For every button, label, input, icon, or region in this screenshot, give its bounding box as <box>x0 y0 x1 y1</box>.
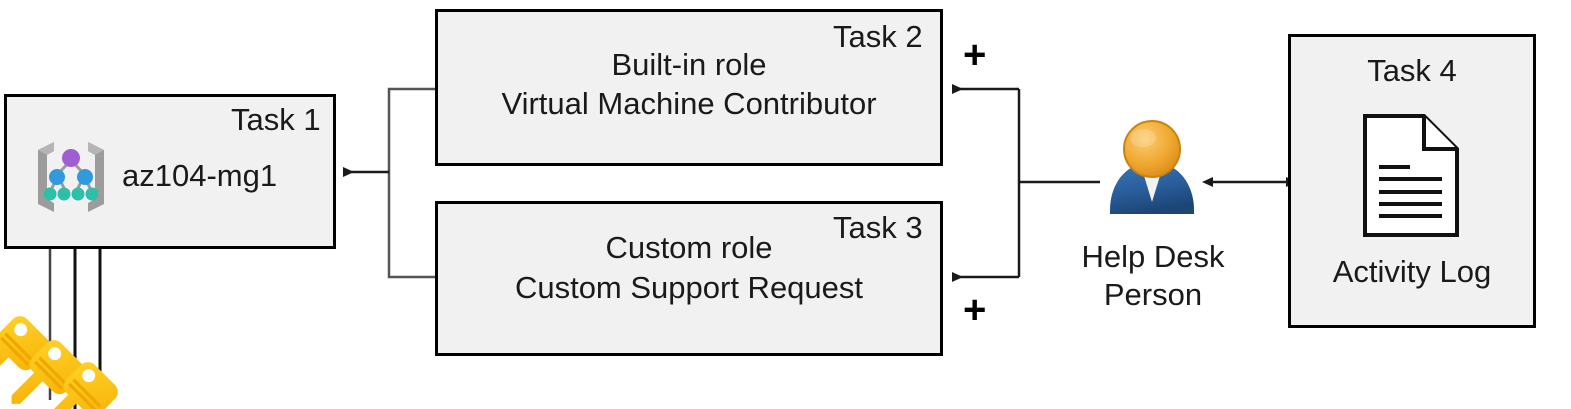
task2-line2: Virtual Machine Contributor <box>501 86 877 121</box>
task3-tag: Task 3 <box>833 210 923 245</box>
task3-line2: Custom Support Request <box>514 270 864 305</box>
document-icon <box>1362 113 1460 238</box>
task2-line1: Built-in role <box>611 47 767 82</box>
task2-tag: Task 2 <box>833 19 923 54</box>
task4-label: Activity Log <box>1332 254 1492 289</box>
task2-box[interactable] <box>435 9 943 166</box>
management-group-icon <box>28 136 114 220</box>
task1-label: az104-mg1 <box>122 158 278 193</box>
person-label-line2: Person <box>1103 277 1203 312</box>
task1-tag: Task 1 <box>231 102 321 137</box>
plus-operator-bottom: + <box>963 288 987 332</box>
person-label-line1: Help Desk <box>1081 239 1225 274</box>
task1-box[interactable] <box>4 94 336 249</box>
user-avatar-icon <box>1100 118 1205 228</box>
key-icon-group <box>0 280 144 409</box>
plus-operator-top: + <box>963 33 987 77</box>
task4-tag: Task 4 <box>1367 53 1457 88</box>
task3-box[interactable] <box>435 201 943 356</box>
task3-line1: Custom role <box>605 230 773 265</box>
